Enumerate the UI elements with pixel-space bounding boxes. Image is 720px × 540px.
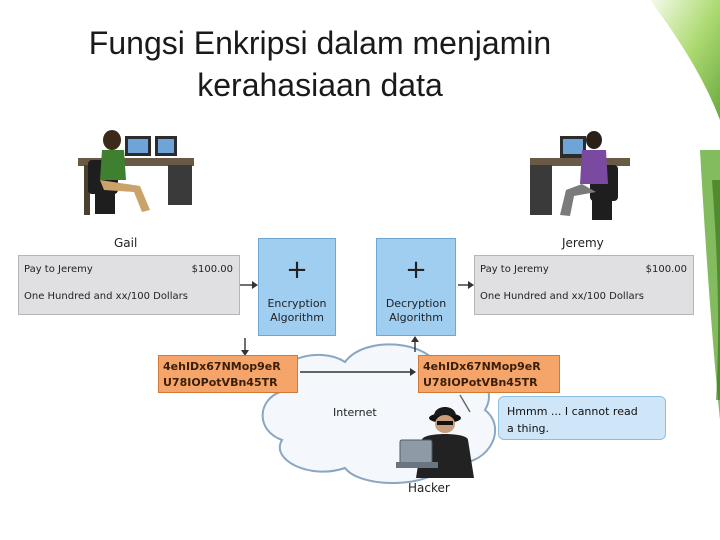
computer-workstation-icon [530,131,630,220]
plus-symbol: + [286,255,308,285]
encryption-label-line-1: Encryption [267,297,327,310]
thought-line-2: a thing. [507,422,550,435]
hacker-thought-bubble: Hmmm ... I cannot read a thing. [498,396,666,440]
payee-text: Pay to Jeremy [24,264,93,275]
decryption-algorithm-box: + Decryption Algorithm [376,238,456,336]
flow-arrows [240,281,474,413]
slide-title: Fungsi Enkripsi dalam menjamin kerahasia… [60,22,580,106]
payee-text: Pay to Jeremy [480,264,549,275]
encryption-algorithm-box: + Encryption Algorithm [258,238,336,336]
amount-text: $100.00 [645,264,687,275]
thought-line-1: Hmmm ... I cannot read [507,405,638,418]
sender-label: Gail [114,236,138,250]
internet-label: Internet [333,406,377,419]
ciphertext-box-receiver: 4ehIDx67NMop9eR U78IOPotVBn45TR [418,355,560,393]
plaintext-box-sender: Pay to Jeremy $100.00 One Hundred and xx… [18,255,240,315]
amount-text: $100.00 [191,264,233,275]
ciphertext-line-2: U78IOPotVBn45TR [423,376,538,389]
computer-workstation-icon [78,130,194,215]
ciphertext-line-2: U78IOPotVBn45TR [163,376,278,389]
title-line-1: Fungsi Enkripsi dalam menjamin [88,25,552,61]
encryption-label-line-2: Algorithm [270,311,324,324]
decryption-label-line-1: Decryption [385,297,447,310]
plaintext-box-receiver: Pay to Jeremy $100.00 One Hundred and xx… [474,255,694,315]
receiver-label: Jeremy [562,236,604,250]
amount-words-text: One Hundred and xx/100 Dollars [24,291,188,302]
attacker-label: Hacker [408,481,450,495]
ciphertext-line-1: 4ehIDx67NMop9eR [423,360,541,373]
title-line-2: kerahasiaan data [197,67,443,103]
decryption-label-line-2: Algorithm [389,311,443,324]
ciphertext-line-1: 4ehIDx67NMop9eR [163,360,281,373]
hacker-figure [396,407,474,478]
plus-symbol: + [405,255,427,285]
amount-words-text: One Hundred and xx/100 Dollars [480,291,644,302]
ciphertext-box-sender: 4ehIDx67NMop9eR U78IOPotVBn45TR [158,355,298,393]
laptop-icon [396,439,438,468]
